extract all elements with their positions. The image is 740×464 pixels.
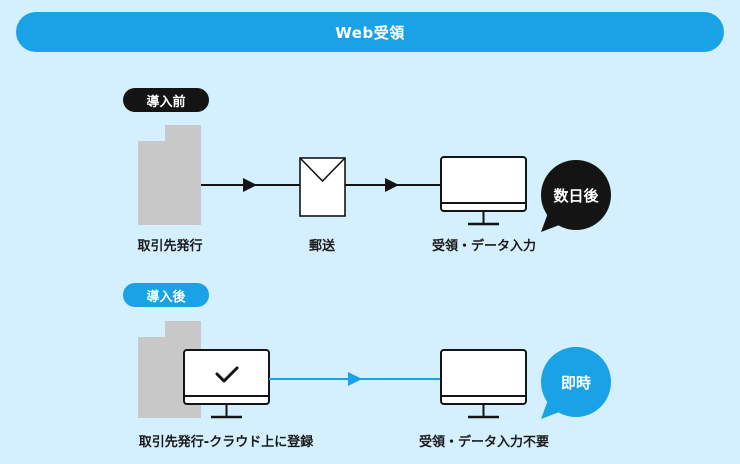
before-tag: 導入前 bbox=[123, 88, 209, 112]
after-step2-label: 受領・データ入力不要 bbox=[418, 435, 550, 450]
monitor-icon bbox=[440, 349, 527, 419]
before-step1-label: 取引先発行 bbox=[137, 239, 203, 254]
section-title: Web受領 bbox=[335, 23, 405, 42]
before-step3-label: 受領・データ入力 bbox=[431, 239, 537, 254]
monitor-icon bbox=[440, 156, 527, 226]
before-step2-label: 郵送 bbox=[308, 239, 336, 254]
section-header: Web受領 bbox=[16, 12, 724, 52]
monitor-check-icon bbox=[183, 349, 270, 419]
instant-badge: 即時 bbox=[541, 347, 611, 417]
after-step1-label: 取引先発行-クラウド上に登録 bbox=[138, 435, 314, 450]
speech-tail bbox=[541, 213, 562, 232]
arrow-icon bbox=[269, 372, 441, 386]
speech-tail bbox=[541, 400, 562, 419]
delay-badge: 数日後 bbox=[541, 160, 611, 230]
envelope-icon bbox=[299, 157, 346, 217]
arrow-icon bbox=[345, 178, 441, 192]
after-tag: 導入後 bbox=[123, 283, 209, 307]
document-icon bbox=[138, 125, 201, 225]
arrow-icon bbox=[201, 178, 300, 192]
